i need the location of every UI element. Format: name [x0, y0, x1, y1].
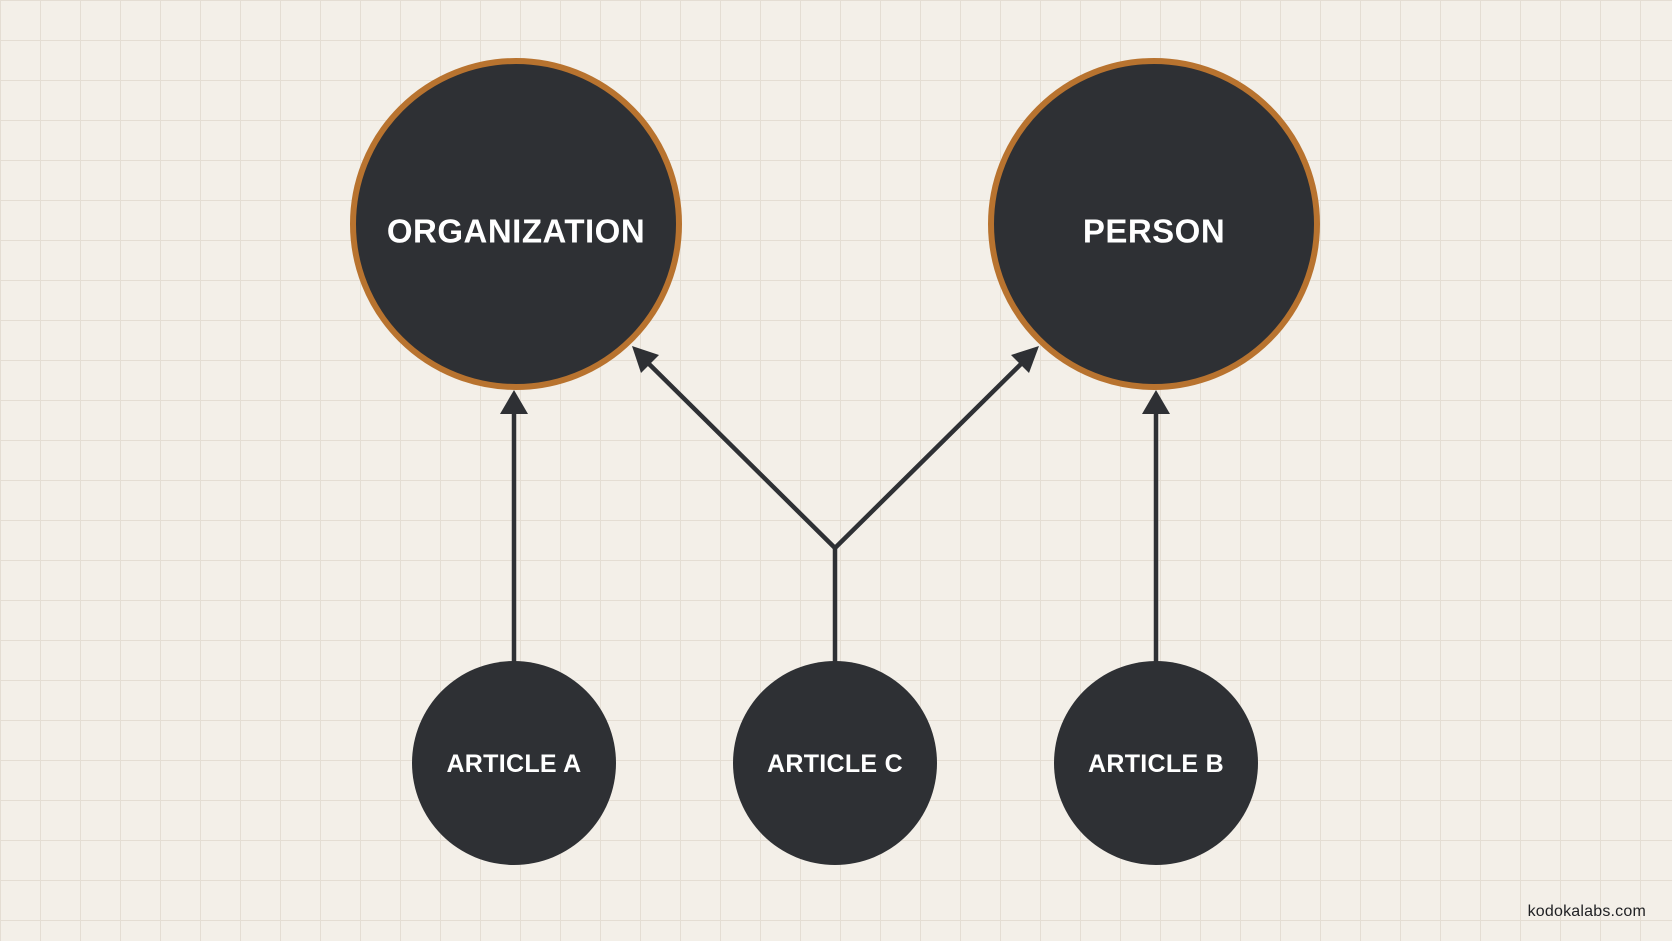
arrowhead-person-from-article-c [1011, 346, 1039, 373]
watermark-text: kodokalabs.com [1527, 903, 1646, 920]
node-article-c-circle [733, 661, 937, 865]
arrowhead-organization-from-article-a [500, 390, 528, 414]
node-article-a-circle [412, 661, 616, 865]
arrowhead-organization-from-article-c [632, 346, 659, 373]
node-person-circle [988, 58, 1320, 390]
edges [500, 346, 1170, 662]
node-article-b-circle [1054, 661, 1258, 865]
node-article-a-label: ARTICLE A [446, 750, 581, 778]
node-person-label: PERSON [1083, 213, 1225, 250]
node-organization-label: ORGANIZATION [387, 213, 645, 250]
arrowhead-person-from-article-b [1142, 390, 1170, 414]
node-person[interactable]: PERSON [988, 58, 1320, 390]
node-article-c[interactable]: ARTICLE C [733, 661, 937, 865]
node-organization[interactable]: ORGANIZATION [350, 58, 682, 390]
edge-article-c-to-organization [643, 358, 837, 550]
node-article-c-label: ARTICLE C [767, 750, 903, 778]
edge-article-c-to-person [833, 358, 1027, 550]
node-article-b[interactable]: ARTICLE B [1054, 661, 1258, 865]
node-organization-circle [350, 58, 682, 390]
node-article-b-label: ARTICLE B [1088, 750, 1224, 778]
node-article-a[interactable]: ARTICLE A [412, 661, 616, 865]
